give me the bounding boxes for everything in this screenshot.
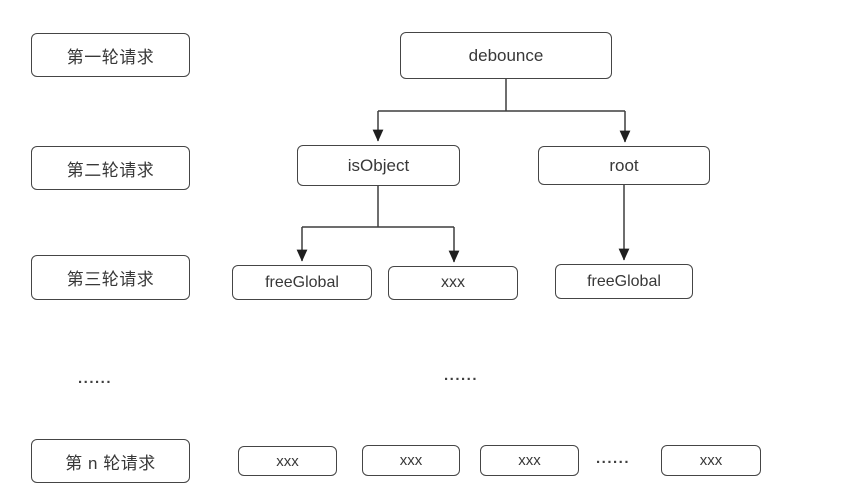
node-bottom-xxx-2: xxx <box>362 445 460 476</box>
label-box-round-1: 第一轮请求 <box>31 33 190 77</box>
label-box-round-2: 第二轮请求 <box>31 146 190 190</box>
node-bottom-xxx-1: xxx <box>238 446 337 476</box>
node-xxx-1: xxx <box>388 266 518 300</box>
label-box-round-3: 第三轮请求 <box>31 255 190 300</box>
node-freeglobal-1: freeGlobal <box>232 265 372 300</box>
ellipsis-tree-middle: ...... <box>444 367 479 384</box>
ellipsis-bottom-row: ...... <box>596 450 631 467</box>
node-isobject: isObject <box>297 145 460 186</box>
node-freeglobal-2: freeGlobal <box>555 264 693 299</box>
node-bottom-xxx-4: xxx <box>661 445 761 476</box>
node-debounce: debounce <box>400 32 612 79</box>
ellipsis-left-column: ...... <box>78 370 113 387</box>
node-bottom-xxx-3: xxx <box>480 445 579 476</box>
node-root: root <box>538 146 710 185</box>
label-box-round-n: 第 n 轮请求 <box>31 439 190 483</box>
